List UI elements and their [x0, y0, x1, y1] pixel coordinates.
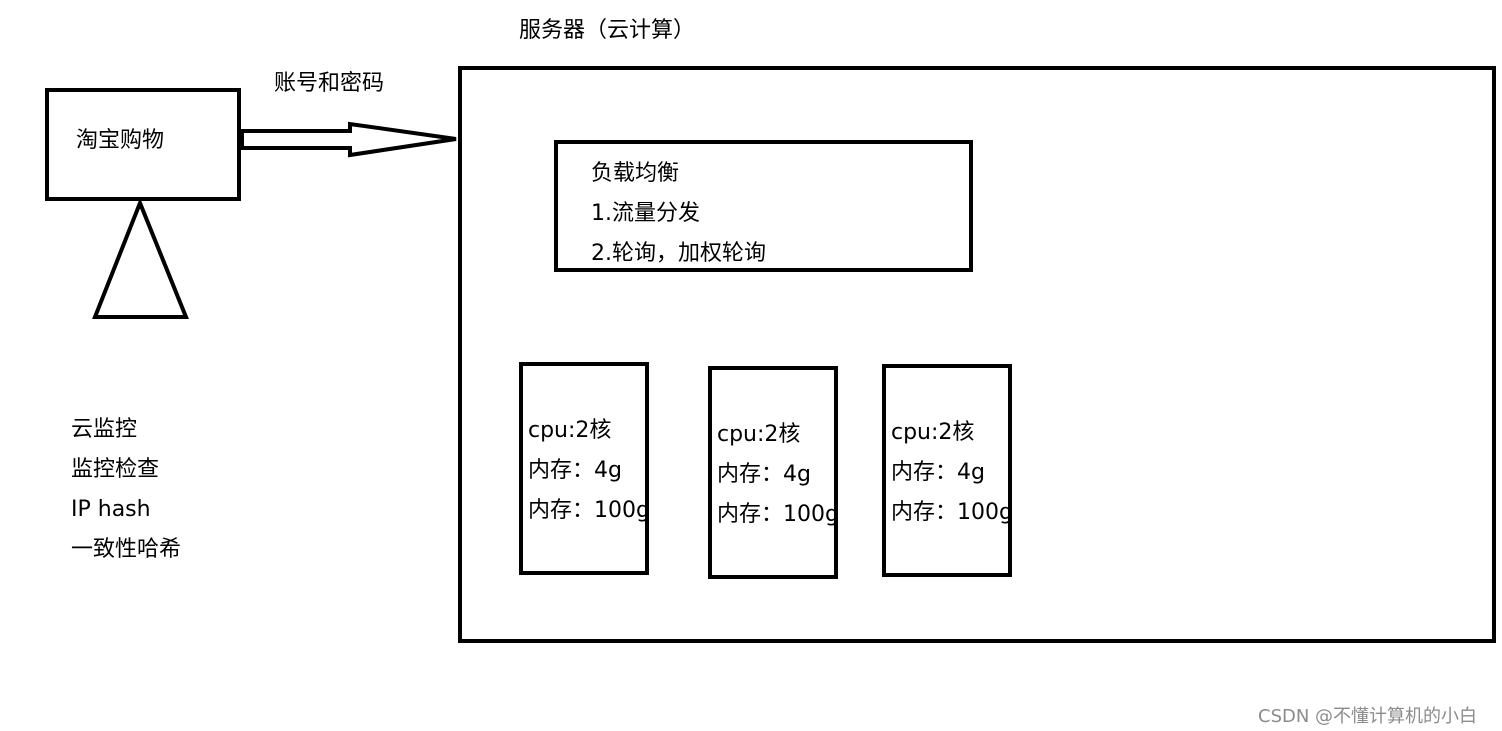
server-spec-line: 内存：4g: [891, 460, 985, 485]
server-spec-line: cpu:2核: [528, 418, 612, 443]
watermark: CSDN @不懂计算机的小白: [1258, 706, 1478, 727]
server-node-1: cpu:2核 内存：4g 内存：100g: [519, 362, 650, 575]
server-spec-line: 内存：100g: [717, 502, 839, 527]
server-spec-line: cpu:2核: [717, 422, 801, 447]
notes-item: IP hash: [71, 497, 151, 522]
load-balancer-line: 1.流量分发: [591, 201, 700, 226]
arrow-label: 账号和密码: [274, 71, 385, 96]
triangle-shape: [92, 197, 189, 319]
server-spec-line: 内存：4g: [717, 462, 811, 487]
client-label: 淘宝购物: [76, 128, 165, 153]
notes-list: 云监控 监控检查 IP hash 一致性哈希: [71, 410, 181, 570]
server-node-3: cpu:2核 内存：4g 内存：100g: [882, 364, 1013, 577]
load-balancer-line: 负载均衡: [591, 161, 680, 186]
client-box: 淘宝购物: [45, 88, 241, 201]
notes-item: 一致性哈希: [71, 537, 182, 562]
server-title: 服务器（云计算）: [519, 18, 696, 43]
server-spec-line: 内存：100g: [891, 500, 1013, 525]
notes-item: 监控检查: [71, 457, 160, 482]
server-spec-line: cpu:2核: [891, 420, 975, 445]
load-balancer-box: 负载均衡 1.流量分发 2.轮询，加权轮询: [554, 140, 973, 272]
server-node-2: cpu:2核 内存：4g 内存：100g: [708, 366, 839, 579]
server-spec-line: 内存：4g: [528, 458, 622, 483]
notes-item: 云监控: [71, 417, 138, 442]
arrow-shape: [240, 121, 457, 158]
load-balancer-line: 2.轮询，加权轮询: [591, 241, 766, 266]
server-spec-line: 内存：100g: [528, 498, 650, 523]
server-container: [458, 66, 1496, 643]
